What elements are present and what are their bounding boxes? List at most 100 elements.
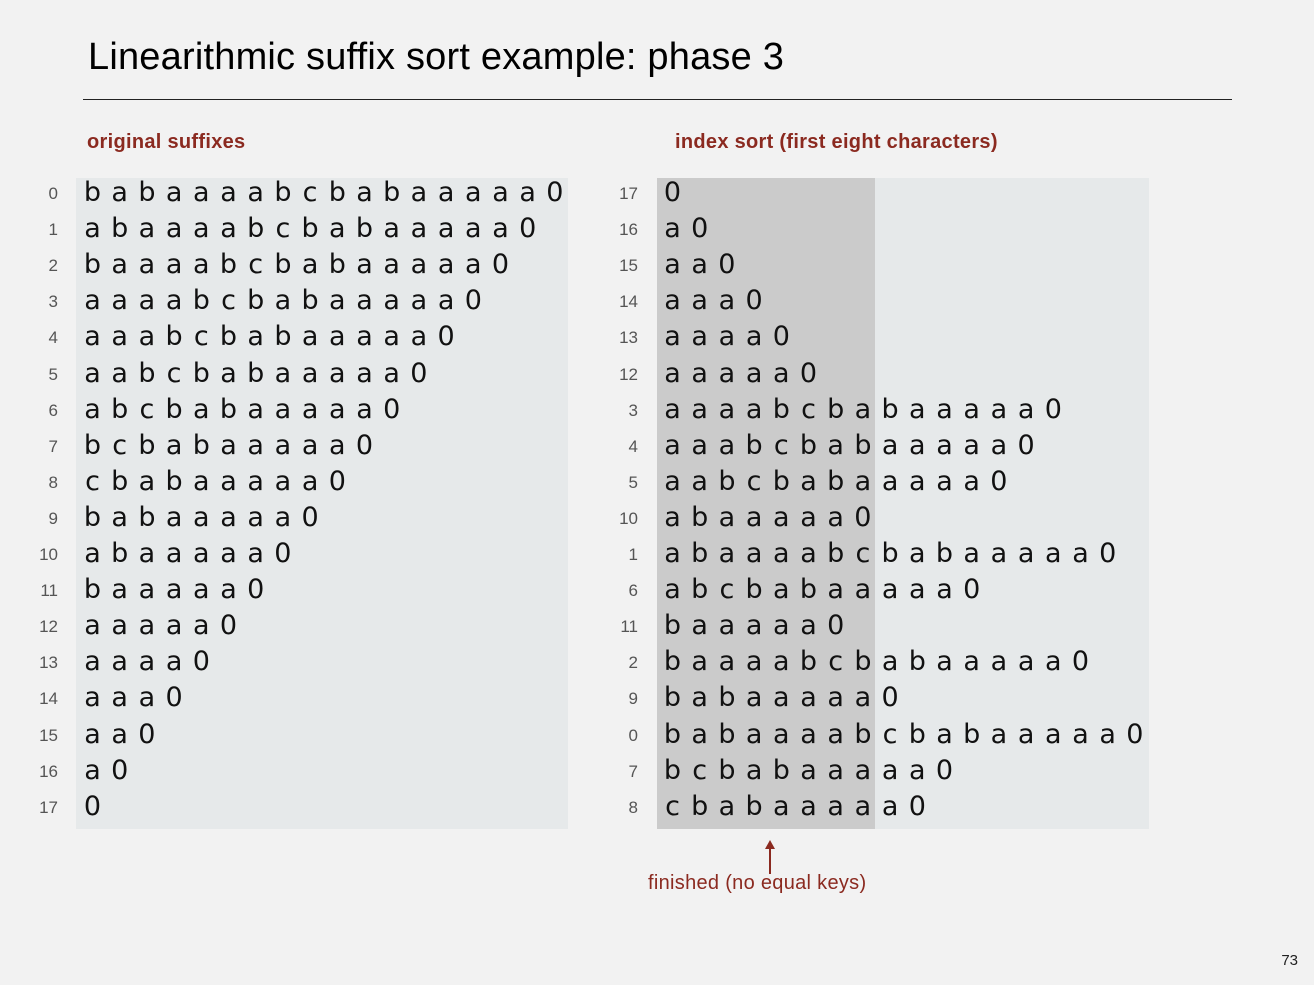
original-suffix-char: a xyxy=(165,610,183,642)
sorted-suffix-char: a xyxy=(691,357,708,389)
sorted-suffix-char: a xyxy=(773,646,790,678)
sorted-suffix-char: a xyxy=(691,393,708,425)
original-suffix-char: a xyxy=(356,249,373,281)
sorted-suffix-char: 0 xyxy=(1126,718,1144,750)
original-suffix-char: 0 xyxy=(519,213,537,245)
sorted-suffix-char: b xyxy=(663,718,682,750)
original-suffix-char: a xyxy=(437,285,455,317)
title-rule xyxy=(83,99,1232,100)
sorted-suffix-char: a xyxy=(773,501,790,533)
sorted-suffix-char: a xyxy=(745,754,763,786)
sorted-suffix-char: a xyxy=(745,538,763,569)
original-suffix-row-index: 3 xyxy=(48,292,58,312)
original-suffix-char: a xyxy=(111,682,128,714)
sorted-suffix-char: a xyxy=(691,285,708,317)
original-suffix-char: a xyxy=(84,754,101,786)
sorted-suffix-char: b xyxy=(881,393,899,425)
original-suffix-row-index: 2 xyxy=(48,256,58,276)
original-suffix-char: a xyxy=(465,249,482,281)
original-suffix-row-index: 16 xyxy=(39,761,58,781)
sorted-suffix-char: 0 xyxy=(963,574,981,606)
sorted-suffix-char: a xyxy=(745,718,763,750)
sorted-suffix-char: a xyxy=(1017,393,1035,425)
original-suffix-char: a xyxy=(465,213,482,245)
sorted-suffix-char: c xyxy=(855,538,871,569)
original-suffix-char: a xyxy=(138,610,156,642)
sorted-suffix-char: a xyxy=(745,610,763,642)
original-suffix-char: a xyxy=(301,321,319,353)
original-suffix-char: b xyxy=(165,393,183,425)
original-suffix-char: 0 xyxy=(383,393,401,425)
original-suffix-char: a xyxy=(247,501,264,533)
sorted-suffix-char: a xyxy=(664,249,681,281)
sorted-suffix-char: 0 xyxy=(799,357,818,389)
sorted-suffix-char: a xyxy=(909,754,926,786)
original-suffix-row-index: 1 xyxy=(48,220,58,240)
sorted-suffix-char: a xyxy=(664,574,681,606)
original-suffix-char: a xyxy=(274,285,292,317)
original-suffix-char: a xyxy=(220,574,237,606)
original-suffix-char: a xyxy=(84,285,101,317)
sorted-suffix-char: a xyxy=(691,682,708,714)
original-suffix-char: a xyxy=(383,321,400,353)
original-suffix-char: a xyxy=(356,357,373,389)
original-suffix-char: a xyxy=(165,177,183,208)
sorted-suffix-char: a xyxy=(800,501,817,533)
original-suffix-char: a xyxy=(111,501,128,533)
original-suffix-char: a xyxy=(84,646,101,678)
sorted-suffix-char: 0 xyxy=(663,177,682,208)
original-suffix-char: b xyxy=(111,465,129,497)
sorted-suffix-char: a xyxy=(773,610,790,642)
original-suffix-char: 0 xyxy=(355,429,374,461)
sorted-suffix-char: b xyxy=(854,718,872,750)
original-suffix-char: a xyxy=(138,321,156,353)
sorted-suffix-char: a xyxy=(854,682,872,714)
sorted-suffix-row-index: 5 xyxy=(628,472,638,492)
sorted-suffix-char: a xyxy=(664,429,681,461)
original-suffix-char: a xyxy=(247,538,264,569)
sorted-suffix-char: a xyxy=(909,538,926,569)
sorted-suffix-char: c xyxy=(746,465,762,497)
original-suffix-char: a xyxy=(356,321,373,353)
original-suffix-char: a xyxy=(274,429,292,461)
original-suffix-char: a xyxy=(84,610,101,642)
sorted-suffix-char: a xyxy=(773,718,790,750)
original-suffix-char: 0 xyxy=(274,538,292,569)
sorted-suffix-char: c xyxy=(773,429,789,461)
sorted-suffix-char: a xyxy=(881,429,899,461)
original-suffix-row-index: 4 xyxy=(48,328,58,348)
sorted-suffix-char: b xyxy=(772,465,790,497)
sorted-suffix-char: 0 xyxy=(772,321,790,353)
original-suffix-char: b xyxy=(192,429,210,461)
sorted-suffix-char: a xyxy=(827,718,844,750)
original-suffix-char: a xyxy=(410,177,428,208)
sorted-suffix-char: b xyxy=(854,646,872,678)
sorted-suffix-char: a xyxy=(718,610,736,642)
sorted-suffix-char: a xyxy=(881,646,899,678)
sorted-suffix-char: a xyxy=(718,646,736,678)
sorted-suffix-char: a xyxy=(800,790,817,822)
original-suffix-char: c xyxy=(275,213,291,245)
original-suffix-char: a xyxy=(193,249,210,281)
original-suffix-char: a xyxy=(165,574,183,606)
sorted-suffix-char: a xyxy=(990,429,1008,461)
original-suffix-row-index: 0 xyxy=(48,184,58,203)
sorted-suffix-char: a xyxy=(1072,538,1089,569)
sorted-suffix-char: 0 xyxy=(990,465,1008,497)
sorted-suffix-char: a xyxy=(718,321,736,353)
sorted-suffix-char: 0 xyxy=(881,682,899,714)
sorted-suffix-row-index: 14 xyxy=(619,292,638,312)
original-suffix-char: a xyxy=(138,213,156,245)
sorted-suffix-char: b xyxy=(718,718,736,750)
sorted-suffix-char: a xyxy=(664,357,681,389)
sorted-suffix-char: b xyxy=(908,718,926,750)
sorted-suffix-char: c xyxy=(719,574,735,606)
sorted-suffix-char: a xyxy=(990,538,1008,569)
sorted-suffix-char: a xyxy=(909,393,926,425)
sorted-suffix-char: a xyxy=(800,682,817,714)
original-suffix-char: a xyxy=(437,177,455,208)
sorted-suffix-char: a xyxy=(800,465,817,497)
sorted-suffix-char: c xyxy=(882,718,898,750)
sorted-suffix-char: a xyxy=(745,321,763,353)
sorted-suffix-row-index: 3 xyxy=(628,400,638,420)
